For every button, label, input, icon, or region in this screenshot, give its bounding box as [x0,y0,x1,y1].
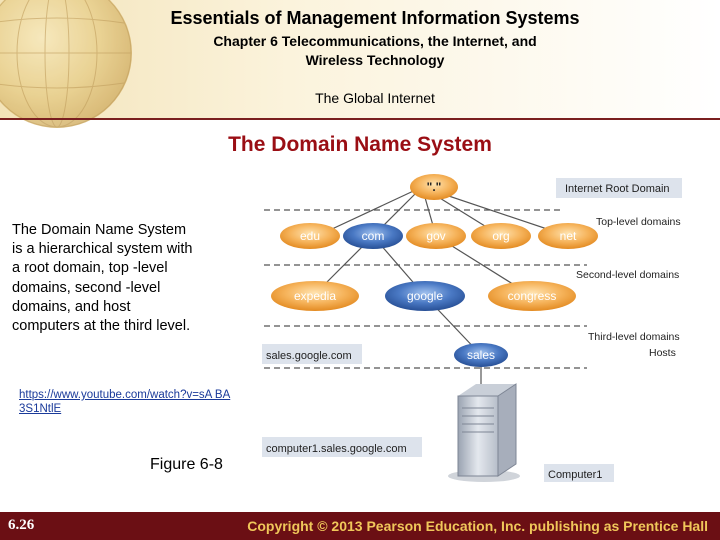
globe-icon [0,0,132,128]
node-net [538,223,598,249]
third-level-label: Third-level domains [588,331,680,343]
node-sales [454,343,508,367]
node-sales-label: sales [467,348,495,362]
host-label-box [544,464,614,482]
node-edu [280,223,340,249]
node-expedia [271,281,359,311]
slide-footer: 6.26 Copyright © 2013 Pearson Education,… [0,512,720,540]
root-label-box [556,178,682,198]
section-title: The Global Internet [315,90,435,106]
chapter-title: Chapter 6 Telecommunications, the Intern… [0,32,720,70]
node-com [343,223,403,249]
chapter-title-line2: Wireless Technology [305,52,445,68]
video-link[interactable]: https://www.youtube.com/watch?v=sA BA3S1… [19,389,231,415]
chapter-title-line1: Chapter 6 Telecommunications, the Intern… [213,33,537,49]
node-expedia-label: expedia [294,289,336,303]
node-gov-label: gov [426,229,445,243]
server-icon [448,383,520,482]
address-box-sales [262,344,362,364]
hosts-label: Hosts [649,347,676,359]
root-node: "." [410,174,458,200]
address-box-computer1 [262,437,422,457]
host-label: Computer1 [548,469,602,481]
node-net-label: net [560,229,577,243]
dns-hierarchy-diagram: "." Internet Root Domain Top-level domai… [262,174,682,482]
address-computer1: computer1.sales.google.com [266,443,407,455]
second-level-label: Second-level domains [576,269,679,281]
node-edu-label: edu [300,229,320,243]
root-node-label: "." [427,180,442,194]
slide-number: 6.26 [8,517,35,533]
level-separators [264,209,587,369]
slide-title: The Domain Name System [228,133,492,156]
node-gov [406,223,466,249]
node-org [471,223,531,249]
slide-header: Essentials of Management Information Sys… [0,0,720,128]
node-com-label: com [362,229,385,243]
course-title: Essentials of Management Information Sys… [170,8,580,28]
node-org-label: org [492,229,509,243]
top-level-label: Top-level domains [596,216,681,228]
node-congress-label: congress [508,289,557,303]
header-divider [0,118,720,120]
copyright-text: Copyright © 2013 Pearson Education, Inc.… [247,518,708,534]
node-congress [488,281,576,311]
address-sales: sales.google.com [266,350,352,362]
figure-label: Figure 6-8 [150,456,223,473]
node-google [385,281,465,311]
body-text: The Domain Name System is a hierarchical… [12,222,193,335]
node-google-label: google [407,289,443,303]
root-domain-label: Internet Root Domain [565,183,670,195]
